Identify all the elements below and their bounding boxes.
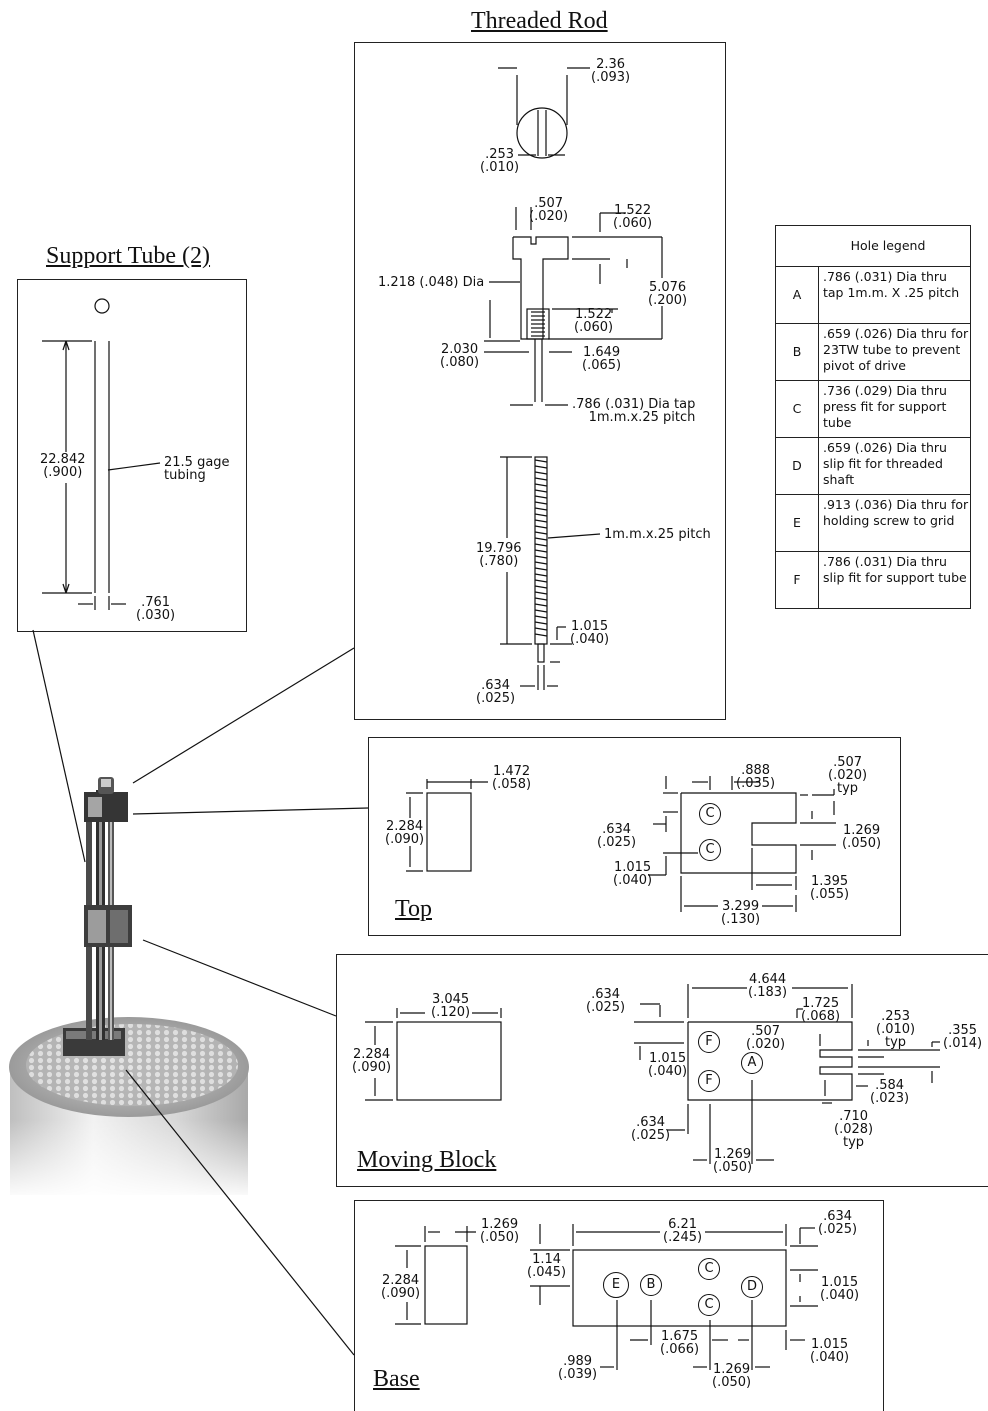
threaded-rod-title: Threaded Rod <box>471 8 608 34</box>
mb-slot-dim: .253(.010)typ <box>876 1009 916 1050</box>
base-length-dim: 6.21(.245) <box>663 1217 703 1245</box>
hole-b-marker: B <box>640 1274 662 1296</box>
hole-e-marker: E <box>603 1272 629 1298</box>
rod-slot-d-dim: 1.522(.060) <box>613 203 653 231</box>
rod-length-dim: 5.076(.200) <box>648 280 688 308</box>
legend-row: B .659 (.026) Dia thru for 23TW tube to … <box>776 324 970 381</box>
rod-tip-len-dim: 1.015(.040) <box>570 619 610 647</box>
hole-f-marker: F <box>698 1031 720 1053</box>
moving-block-panel <box>336 954 988 1187</box>
top-side-w-dim: 1.472(.058) <box>492 764 532 792</box>
rod-collar-dia: 1.218 (.048) Dia <box>378 275 485 290</box>
rod-slot-w-dim: .507(.020) <box>529 196 569 224</box>
hole-f-marker: F <box>698 1070 720 1092</box>
base-pitch-dim: 1.015(.040) <box>820 1275 860 1303</box>
threaded-rod-panel <box>354 42 726 720</box>
legend-desc: .736 (.029) Dia thru press fit for suppo… <box>823 383 947 430</box>
rod-long-length-dim: 19.796(.780) <box>476 541 522 569</box>
mb-edge-dim: .634(.025) <box>586 987 626 1015</box>
support-tube-title: Support Tube (2) <box>46 243 211 269</box>
rod-tip-dia-dim: .634(.025) <box>476 678 516 706</box>
top-side-h-dim: 2.284(.090) <box>385 819 425 847</box>
top-hole-gap-dim: .888(.035) <box>736 763 776 791</box>
legend-desc: .659 (.026) Dia thru for 23TW tube to pr… <box>823 326 969 373</box>
base-hole-y-dim: 1.14(.045) <box>527 1252 567 1280</box>
legend-desc: .786 (.031) Dia thru slip fit for suppor… <box>823 554 967 585</box>
legend-row: A .786 (.031) Dia thru tap 1m.m. X .25 p… <box>776 267 970 324</box>
legend-key: E <box>776 495 819 551</box>
hole-c-marker: C <box>698 1294 720 1316</box>
mb-tab-dim: 1.725(.068) <box>801 996 841 1024</box>
legend-row: D .659 (.026) Dia thru slip fit for thre… <box>776 438 970 495</box>
rod-shank-dim: 2.030(.080) <box>440 342 480 370</box>
moving-block-title: Moving Block <box>357 1147 497 1173</box>
base-side-w-dim: 1.269(.050) <box>480 1217 520 1245</box>
mb-side-w-dim: 3.045(.120) <box>431 992 471 1020</box>
top-slot-h-dim: 1.269(.050) <box>842 823 882 851</box>
top-title: Top <box>395 896 432 922</box>
mb-pitch-dim: 1.015(.040) <box>648 1051 688 1079</box>
hole-c-marker: C <box>698 1258 720 1280</box>
base-hole-be-dim: 1.675(.066) <box>660 1329 700 1357</box>
rod-head-dia-dim: 2.36(.093) <box>591 57 631 85</box>
rod-pitch-note: 1m.m.x.25 pitch <box>604 527 711 542</box>
hole-legend: Hole legend A .786 (.031) Dia thru tap 1… <box>775 225 971 609</box>
rod-slot-dim: .253(.010) <box>480 147 520 175</box>
mb-hole-x-dim: 1.269(.050) <box>713 1147 753 1175</box>
legend-desc: .786 (.031) Dia thru tap 1m.m. X .25 pit… <box>823 269 960 300</box>
mb-slot2-dim: .355(.014) <box>943 1023 983 1051</box>
hole-legend-header: Hole legend <box>776 226 970 267</box>
top-edge-dim: .634(.025) <box>597 822 637 850</box>
top-slot-d-dim: 1.395(.055) <box>810 874 850 902</box>
mb-edge2-dim: .634(.025) <box>631 1115 671 1143</box>
hole-c-marker: C <box>699 803 721 825</box>
legend-key: A <box>776 267 819 323</box>
base-title: Base <box>373 1366 420 1392</box>
rod-collar-w-dim: 1.649(.065) <box>582 345 622 373</box>
top-length-dim: 3.299(.130) <box>721 899 761 927</box>
mb-side-h-dim: 2.284(.090) <box>352 1047 392 1075</box>
legend-row: E .913 (.036) Dia thru for holding screw… <box>776 495 970 552</box>
tube-width-dim: .761(.030) <box>136 595 176 623</box>
support-tube-panel <box>17 279 247 632</box>
tube-length-dim: 22.842(.900) <box>40 452 86 480</box>
mb-notch-w-dim: .710(.028)typ <box>834 1109 874 1150</box>
legend-key: B <box>776 324 819 380</box>
hole-c-marker: C <box>699 839 721 861</box>
legend-key: F <box>776 552 819 608</box>
legend-desc: .659 (.026) Dia thru slip fit for thread… <box>823 440 947 487</box>
base-hole-cd-dim: 1.269(.050) <box>712 1362 752 1390</box>
top-pitch-dim: 1.015(.040) <box>613 860 653 888</box>
rod-tap-depth-dim: 1.522(.060) <box>574 307 614 335</box>
base-edge-r-dim: 1.015(.040) <box>810 1337 850 1365</box>
base-edge-dim: .634(.025) <box>818 1209 858 1237</box>
legend-key: D <box>776 438 819 494</box>
top-slot-w-dim: .507(.020)typ <box>828 755 868 796</box>
mb-notch-dim: .584(.023) <box>870 1078 910 1106</box>
hole-d-marker: D <box>741 1276 763 1298</box>
mb-length-dim: 4.644(.183) <box>748 972 788 1000</box>
base-side-h-dim: 2.284(.090) <box>381 1273 421 1301</box>
legend-row: C .736 (.029) Dia thru press fit for sup… <box>776 381 970 438</box>
top-panel <box>368 737 901 936</box>
legend-desc: .913 (.036) Dia thru for holding screw t… <box>823 497 969 528</box>
base-hole-e-dim: .989(.039) <box>558 1354 598 1382</box>
mb-hole-off-dim: .507(.020) <box>746 1024 786 1052</box>
hole-a-marker: A <box>741 1052 763 1074</box>
legend-key: C <box>776 381 819 437</box>
legend-row: F .786 (.031) Dia thru slip fit for supp… <box>776 552 970 608</box>
